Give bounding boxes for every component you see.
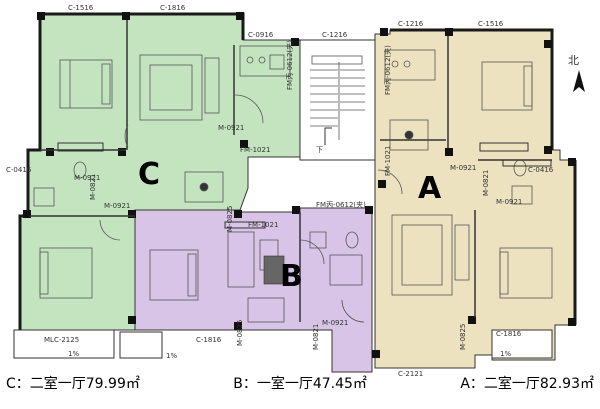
unit-c-letter: C — [138, 157, 160, 192]
dining-a — [389, 119, 429, 151]
label-c1516-right: C-1516 — [478, 20, 504, 28]
label-fm0612-left: FM丙-0612(夹) — [285, 40, 294, 90]
label-m0921-b: M-0921 — [322, 319, 348, 327]
balcony-left — [13, 329, 163, 359]
stair-core — [299, 39, 376, 161]
label-c1816-br: C-1816 — [496, 330, 522, 338]
label-c1516-left: C-1516 — [68, 4, 94, 12]
compass-label: 北 — [568, 54, 579, 67]
label-fm0612-right: FM丙-0612(夹) — [383, 45, 392, 95]
label-c1816-top: C-1816 — [160, 4, 186, 12]
label-c0416-right: C-0416 — [528, 166, 554, 174]
balcony-right — [491, 329, 553, 359]
unit-b-letter: B — [280, 259, 303, 294]
label-c0916: C-0916 — [248, 31, 274, 39]
label-fm1021-b: FM-1021 — [248, 221, 278, 229]
compass-icon: 北 — [568, 54, 585, 92]
label-slope-2: 1% — [166, 352, 177, 360]
label-m0821-c: M-0821 — [89, 174, 97, 200]
unit-a-letter: A — [418, 171, 442, 206]
bed-a-top — [481, 61, 533, 111]
label-fm1021-c: FM-1021 — [240, 146, 270, 154]
bed-b — [149, 249, 199, 301]
bed-c-bottom — [39, 247, 93, 299]
label-m0921-a2: M-0921 — [496, 198, 522, 206]
label-c1216-stair: C-1216 — [322, 31, 348, 39]
label-m0921-c3: M-0921 — [104, 202, 130, 210]
caption-unit-a: A：二室一厅82.93㎡ — [460, 376, 594, 392]
bed-c-top — [59, 59, 113, 109]
caption-unit-c: C：二室一厅79.99㎡ — [6, 376, 140, 392]
label-slope-1: 1% — [68, 350, 79, 358]
caption-unit-b: B：一室一厅47.45㎡ — [233, 376, 367, 392]
label-m0825-b: M-0825 — [236, 320, 244, 346]
label-m0825-c: M-0825 — [226, 206, 234, 232]
label-c1816-bl: C-1816 — [196, 336, 222, 344]
label-m0821-b: M-0821 — [312, 324, 320, 350]
label-fm1021-a: FM-1021 — [384, 146, 392, 176]
label-fm0612-mid: FM丙-0612(夹) — [316, 200, 366, 209]
dining-c — [184, 171, 224, 203]
label-mlc2125: MLC-2125 — [44, 336, 79, 344]
label-c1216-right: C-1216 — [398, 20, 424, 28]
unit-b-area — [134, 207, 373, 373]
label-c2121: C-2121 — [398, 370, 423, 378]
area-captions: C：二室一厅79.99㎡ B：一室一厅47.45㎡ A：二室一厅82.93㎡ — [0, 368, 600, 398]
label-down: 下 — [316, 146, 323, 154]
dining-b — [247, 297, 285, 323]
sofa-a — [391, 214, 470, 296]
label-m0921-c1: M-0921 — [218, 124, 244, 132]
sofa-c — [139, 54, 220, 121]
label-m0825-a: M-0825 — [459, 324, 467, 350]
label-m0821-a: M-0821 — [482, 170, 490, 196]
label-m0921-c2: M-0921 — [74, 174, 100, 182]
label-slope-3: 1% — [500, 350, 511, 358]
bed-a-bottom — [499, 247, 553, 299]
label-m0921-a1: M-0921 — [450, 164, 476, 172]
label-c0416-left: C-0416 — [6, 166, 32, 174]
